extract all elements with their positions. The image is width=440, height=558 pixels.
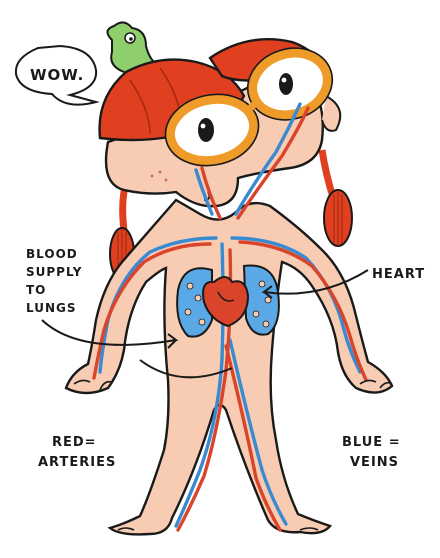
lungs <box>176 264 280 338</box>
label-blood-line2: SUPPLY <box>26 265 82 279</box>
speech-bubble-icon <box>14 44 100 106</box>
body <box>64 198 394 536</box>
speech-text: WOW. <box>30 66 84 84</box>
label-blood-line4: LUNGS <box>26 301 77 315</box>
label-heart: HEART <box>372 267 425 282</box>
label-blood-line1: BLOOD <box>26 247 78 261</box>
label-blood-line3: TO <box>26 283 46 297</box>
label-veins: VEINS <box>350 455 399 470</box>
pointer-lines <box>41 269 369 379</box>
goggles <box>164 47 334 167</box>
label-blue: BLUE = <box>342 435 401 450</box>
label-red: RED= <box>52 435 97 450</box>
label-arteries: ARTERIES <box>38 455 116 470</box>
frog-icon <box>106 21 163 76</box>
heart <box>202 276 250 328</box>
hat-strap-right <box>318 149 353 247</box>
